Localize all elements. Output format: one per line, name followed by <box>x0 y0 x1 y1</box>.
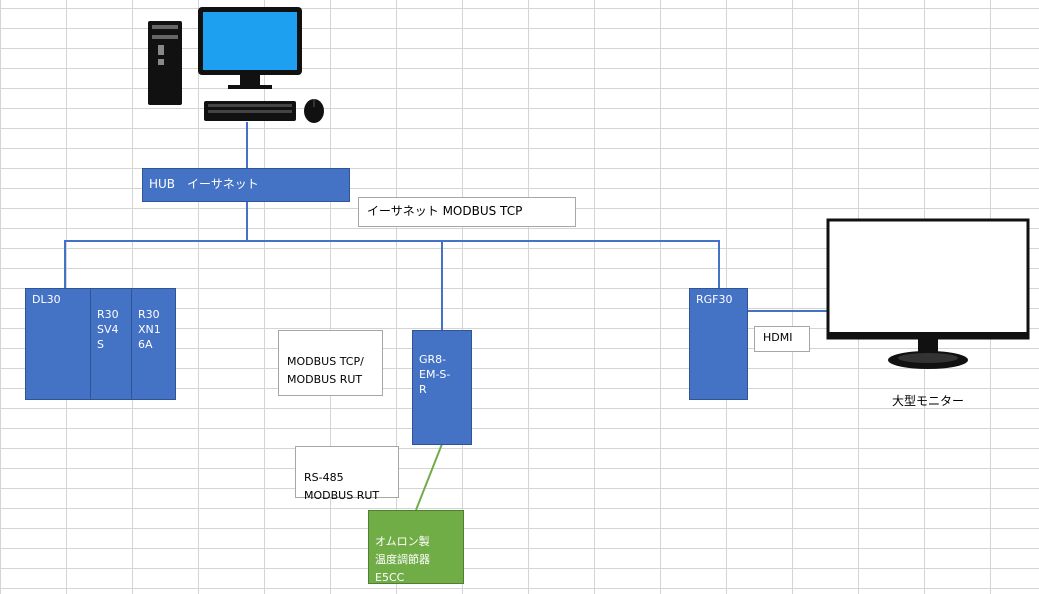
bus-to-rgf30-line <box>718 240 720 288</box>
e5cc-label: オムロン製 温度調節器 E5CC <box>375 535 430 584</box>
dl30-module: DL30 <box>25 288 91 400</box>
modbus-tcp-rut-text: MODBUS TCP/ MODBUS RUT <box>287 355 364 386</box>
r30sv4s-module: R30 SV4 S <box>90 288 132 400</box>
hub-to-bus-line <box>246 202 248 242</box>
gr8-module: GR8- EM-S- R <box>412 330 472 445</box>
bus-to-gr8-line <box>441 240 443 330</box>
rs485-modbus-rut-label: RS-485 MODBUS RUT <box>295 446 399 502</box>
hdmi-text: HDMI <box>763 331 793 344</box>
rgf30-module: RGF30 <box>689 288 748 400</box>
ethernet-modbus-tcp-label: イーサネット MODBUS TCP <box>358 197 576 227</box>
bus-to-dl30-line <box>64 240 66 288</box>
ethernet-bus-line <box>64 240 720 242</box>
rs485-modbus-rut-text: RS-485 MODBUS RUT <box>304 471 380 502</box>
r30xn16a-module: R30 XN1 6A <box>131 288 176 400</box>
rgf30-label: RGF30 <box>696 293 733 306</box>
e5cc-controller: オムロン製 温度調節器 E5CC <box>368 510 464 584</box>
rgf30-to-monitor-line <box>748 310 828 312</box>
gr8-label: GR8- EM-S- R <box>419 353 451 396</box>
ethernet-modbus-tcp-text: イーサネット MODBUS TCP <box>367 204 523 218</box>
hub-ethernet-box: HUB イーサネット <box>142 168 350 202</box>
r30sv4s-label: R30 SV4 S <box>97 308 119 351</box>
gr8-to-e5cc-line <box>415 443 443 511</box>
hdmi-label: HDMI <box>754 326 810 352</box>
pc-to-hub-line <box>246 122 248 170</box>
hub-label: HUB イーサネット <box>149 177 259 191</box>
large-monitor-text: 大型モニター <box>892 394 965 408</box>
dl30-label: DL30 <box>32 293 61 306</box>
r30xn16a-label: R30 XN1 6A <box>138 308 161 351</box>
large-monitor-icon <box>826 218 1030 369</box>
modbus-tcp-rut-label: MODBUS TCP/ MODBUS RUT <box>278 330 383 396</box>
large-monitor-label: 大型モニター <box>892 392 964 409</box>
desktop-pc-icon <box>148 7 324 123</box>
